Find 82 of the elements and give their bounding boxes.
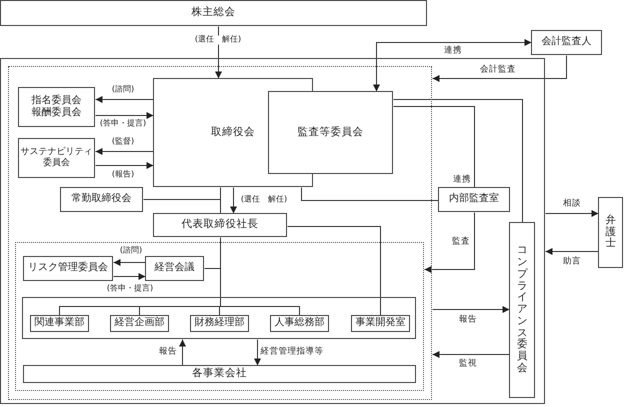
org-name: リスク管理委員会 <box>28 262 108 275</box>
arrow <box>545 210 599 217</box>
org-box <box>23 256 113 281</box>
arrow <box>545 248 599 255</box>
edge-label: (報告) <box>110 170 136 180</box>
connector-line <box>393 99 523 223</box>
org-name: 会計監査人 <box>542 36 592 49</box>
org-name: 報酬委員会 <box>32 107 82 120</box>
dotted-frame <box>8 66 432 400</box>
org-name: 常勤取締役会 <box>72 193 132 206</box>
connector-line <box>393 106 475 188</box>
edge-label: 連携 <box>452 175 472 185</box>
arrow <box>424 212 475 273</box>
org-box <box>531 30 602 55</box>
department-box <box>351 315 410 332</box>
org-name: サステナビリティ委員会 <box>20 146 94 170</box>
department-box <box>30 315 89 332</box>
arrow <box>230 187 237 214</box>
org-name: 経営会議 <box>154 262 194 275</box>
edge-label: (選任 解任) <box>240 196 288 204</box>
org-box <box>18 87 95 127</box>
meeting-box <box>0 0 427 26</box>
edge-label: 報告 <box>158 347 178 357</box>
connector-line <box>301 187 439 201</box>
org-box <box>598 197 623 268</box>
org-box <box>145 256 204 281</box>
edge-label: 報告 <box>458 315 478 325</box>
org-name: 指名委員会 <box>32 94 82 106</box>
department-panel <box>22 297 416 339</box>
arrow <box>113 259 146 266</box>
org-box <box>438 187 510 212</box>
org-box <box>509 222 535 398</box>
edge-label: 経営管理指導等 <box>260 347 324 357</box>
org-name: 代表取締役社長 <box>182 218 258 232</box>
arrow <box>113 273 146 280</box>
department-box <box>270 315 329 332</box>
org-name: 内部監査室 <box>449 193 499 206</box>
org-name: 経営企画部 <box>114 317 164 330</box>
group-frame <box>0 58 545 404</box>
connector-line <box>220 187 221 214</box>
edge-label: (諮問) <box>118 246 144 256</box>
arrow <box>95 148 154 155</box>
edge-label: 監査 <box>451 237 471 247</box>
edge-label: 会計監査 <box>479 65 517 75</box>
org-name: 人事総務部 <box>274 317 324 330</box>
arrow <box>373 39 532 92</box>
edge-label: 監視 <box>458 359 478 369</box>
edge-label: 相談 <box>562 199 582 209</box>
edge-label: (選任 解任) <box>194 36 242 44</box>
dotted-frame <box>15 242 424 391</box>
edge-label: (答申・提言) <box>98 120 148 128</box>
org-box <box>18 138 95 178</box>
arrow <box>432 306 510 313</box>
arrow <box>95 96 154 103</box>
department-box <box>110 315 169 332</box>
org-name: 監査等委員会 <box>298 126 364 140</box>
org-name: 関連事業部 <box>34 317 84 330</box>
org-box <box>60 187 143 212</box>
arrow <box>432 351 510 358</box>
department-box <box>190 315 249 332</box>
org-name: 取締役会 <box>211 126 255 140</box>
arrow <box>179 339 186 366</box>
edge-label: (諮問) <box>110 86 136 94</box>
org-name: 弁護士 <box>605 214 616 250</box>
edge-label: (監督) <box>110 138 136 146</box>
arrow <box>95 162 154 169</box>
org-name: コンプライアンス委員会 <box>516 245 528 375</box>
edge-label: (答申・提言) <box>106 284 154 294</box>
org-name: 事業開発室 <box>356 317 406 330</box>
arrow <box>95 112 154 119</box>
connector-line <box>287 226 381 316</box>
connector-line <box>220 237 300 316</box>
org-name: 株主総会 <box>192 6 236 20</box>
edge-label: 連携 <box>443 46 463 56</box>
org-box <box>153 213 287 237</box>
org-box <box>268 91 393 174</box>
org-name: 財務経理部 <box>194 317 244 330</box>
arrow <box>254 339 261 366</box>
edge-label: 助言 <box>562 257 582 267</box>
arrow <box>432 55 567 82</box>
org-name: 各事業会社 <box>192 367 247 381</box>
org-box <box>23 365 416 383</box>
